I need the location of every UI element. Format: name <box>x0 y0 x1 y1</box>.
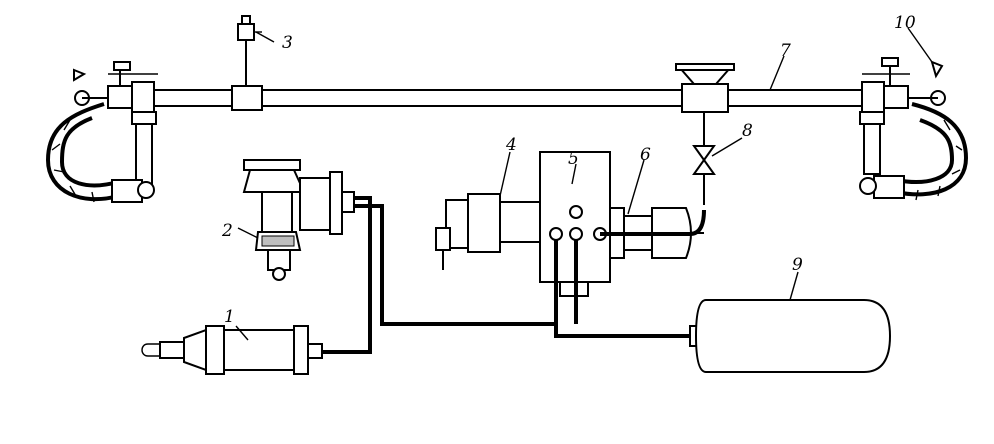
callout-2: 2 <box>221 221 233 241</box>
right-end-cock-10 <box>859 57 946 175</box>
filter-funnel <box>675 63 735 85</box>
main-brake-line <box>151 83 869 113</box>
callout-9: 9 <box>792 255 803 275</box>
brake-cylinder-1 <box>141 325 323 375</box>
callout-4: 4 <box>505 135 517 155</box>
left-end-cock <box>73 61 158 185</box>
callout-3: 3 <box>282 33 293 53</box>
left-hose <box>45 102 155 203</box>
callout-1: 1 <box>224 307 235 327</box>
air-distributor-assembly <box>435 151 704 297</box>
top-fitting-3 <box>237 15 262 86</box>
reservoir-9 <box>689 299 892 373</box>
connecting-pipes <box>322 196 706 354</box>
callout-10: 10 <box>894 13 916 33</box>
callout-7: 7 <box>780 41 791 61</box>
callout-5: 5 <box>568 149 579 169</box>
right-hose <box>859 102 969 201</box>
branch-valve-8 <box>692 112 716 205</box>
callout-8: 8 <box>742 121 753 141</box>
callout-6: 6 <box>640 145 651 165</box>
distributor-2 <box>242 159 355 281</box>
callout-labels: 1 2 3 4 5 6 7 8 9 10 <box>221 13 916 327</box>
leader-lines <box>235 27 933 341</box>
